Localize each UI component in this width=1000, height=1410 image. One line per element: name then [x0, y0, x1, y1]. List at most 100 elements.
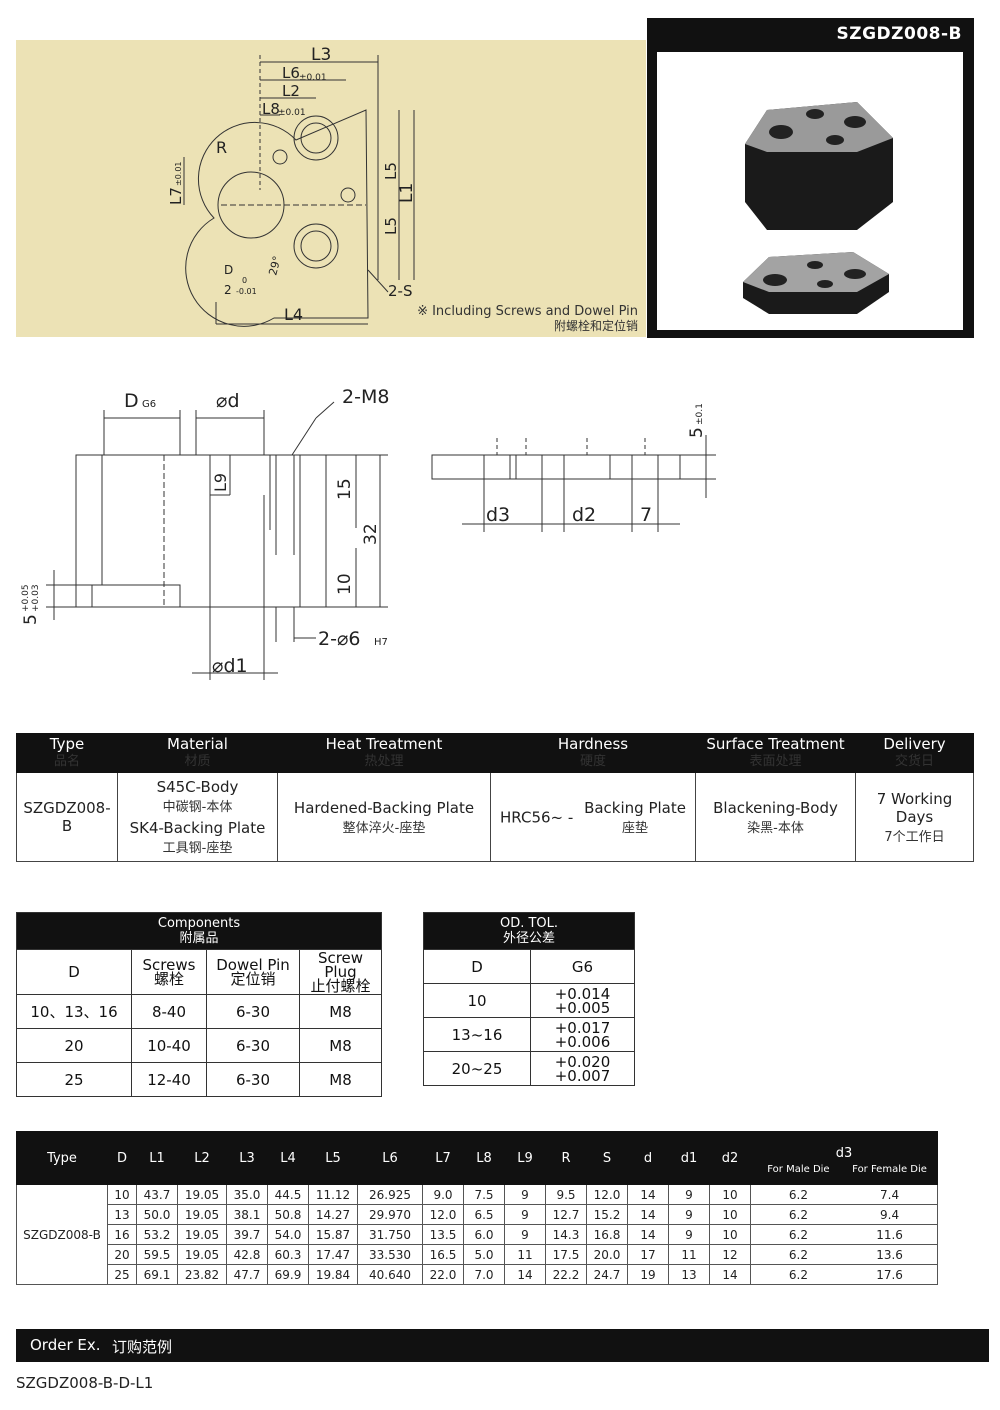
comp-cell: 8-40 [131, 994, 207, 1029]
dim-L8-tol: ±0.01 [278, 108, 306, 118]
dim-L4: L4 [284, 305, 303, 324]
dim-cell: 38.1 [226, 1204, 268, 1225]
note-zh: 附螺栓和定位销 [554, 318, 638, 333]
dim-cell: 20.0 [586, 1244, 628, 1265]
dim-R: R [216, 138, 227, 157]
dim-col-header: L7 [422, 1131, 464, 1185]
dim-col-header: L9 [504, 1131, 546, 1185]
dim-cell: 69.9 [267, 1264, 309, 1285]
dim-L5-upper: L5 [382, 162, 400, 180]
dim-cell: 69.1 [136, 1264, 178, 1285]
dim-cell: 22.2 [545, 1264, 587, 1285]
order-example-bar: Order Ex. 订购范例 [16, 1329, 989, 1362]
comp-cell: M8 [299, 1028, 382, 1063]
spec-delivery: 7 Working Days 7个工作日 [855, 772, 974, 862]
dim-L5-lower: L5 [382, 217, 400, 235]
dim-cell: 19.05 [177, 1244, 227, 1265]
dim-col-header: L1 [136, 1131, 178, 1185]
dim-col-header: d2 [709, 1131, 751, 1185]
dim-cell: 12.0 [422, 1204, 464, 1225]
dim-cell: 10 [709, 1224, 751, 1245]
side-h32: 32 [361, 523, 381, 545]
side-view-drawing: D G6 ⌀d 2-M8 L9 15 32 10 5 +0.05 +0.03 2… [21, 386, 716, 680]
dim-cell: 9 [668, 1204, 710, 1225]
dim-cell: 47.7 [226, 1264, 268, 1285]
dim-col-header: Type [16, 1131, 108, 1185]
dim-cell: 13.5 [422, 1224, 464, 1245]
tol-value: +0.017+0.006 [530, 1017, 635, 1052]
dim-cell: 33.530 [357, 1244, 423, 1265]
dim-cell: 19.84 [308, 1264, 358, 1285]
comp-cell: 6-30 [206, 1028, 300, 1063]
product-code-title: SZGDZ008-B [836, 24, 962, 44]
dim-cell: 43.7 [136, 1184, 178, 1205]
tolerance-header-row: D G6 [423, 949, 635, 984]
tol-col-D: D [423, 949, 531, 984]
table-row: 13~16 +0.017+0.006 [423, 1017, 635, 1052]
dim-cell: 16 [107, 1224, 137, 1245]
side-h5-tol-up: +0.05 [21, 584, 31, 612]
dim-cell: 13 [107, 1204, 137, 1225]
product-photo [657, 52, 963, 330]
side-h15: 15 [335, 478, 355, 500]
tol-cell: 10 [423, 983, 531, 1018]
dim-cell: 5.0 [463, 1244, 505, 1265]
dim-type: SZGDZ008-B [16, 1184, 108, 1285]
dim-cell: 9 [668, 1224, 710, 1245]
comp-cell: M8 [299, 1062, 382, 1097]
spec-surface: Blackening-Body 染黑-本体 [695, 772, 856, 862]
dim-cell: 59.5 [136, 1244, 178, 1265]
comp-cell: 10-40 [131, 1028, 207, 1063]
dim-cell: 40.640 [357, 1264, 423, 1285]
dim-cell: 14 [627, 1204, 669, 1225]
dim-cell: 60.3 [267, 1244, 309, 1265]
dim-cell: 22.0 [422, 1264, 464, 1285]
dim-cell: 13 [668, 1264, 710, 1285]
tol-value: +0.020+0.007 [530, 1051, 635, 1086]
dim-cell: 12.7 [545, 1204, 587, 1225]
dim-cell: 17 [627, 1244, 669, 1265]
dim-L7: L7 [167, 187, 185, 205]
side-D-sub: G6 [142, 399, 156, 410]
dim-cell: 24.7 [586, 1264, 628, 1285]
dim-D-tol-low: -0.01 [236, 287, 257, 296]
dim-cell: 14.3 [545, 1224, 587, 1245]
dim-cell: 44.5 [267, 1184, 309, 1205]
side-h10: 10 [335, 573, 355, 595]
dim-L6-tol: ±0.01 [299, 73, 327, 83]
dim-cell: 23.82 [177, 1264, 227, 1285]
dim-col-header: L4 [267, 1131, 309, 1185]
dim-cell: 50.8 [267, 1204, 309, 1225]
dim-col-header: D [107, 1131, 137, 1185]
dim-L6: L6 [282, 64, 300, 82]
dim-cell: 10 [709, 1184, 751, 1205]
dim-L3: L3 [311, 45, 331, 65]
order-label-en: Order Ex. [30, 1336, 101, 1354]
dim-cell: 31.750 [357, 1224, 423, 1245]
dim-col-header: L3 [226, 1131, 268, 1185]
spec-heat: Hardened-Backing Plate 整体淬火-座垫 [277, 772, 491, 862]
dim-cell: 9.5 [545, 1184, 587, 1205]
dim-cell: 14 [504, 1264, 546, 1285]
tolerance-table: OD. TOL.外径公差 D G6 10 +0.014+0.005 13~16 … [423, 912, 635, 1086]
side-pin: 2-⌀6 [318, 628, 360, 650]
dim-cell: 19.05 [177, 1184, 227, 1205]
comp-cell: 12-40 [131, 1062, 207, 1097]
dim-col-header: L8 [463, 1131, 505, 1185]
plate-d3: d3 [486, 504, 510, 526]
dim-cell: 9 [668, 1184, 710, 1205]
dim-col-header: d1 [668, 1131, 710, 1185]
dim-cell: 7.0 [463, 1264, 505, 1285]
dim-cell: 9.0 [422, 1184, 464, 1205]
product-photo-panel: SZGDZ008-B [647, 18, 974, 338]
dim-cell: 39.7 [226, 1224, 268, 1245]
